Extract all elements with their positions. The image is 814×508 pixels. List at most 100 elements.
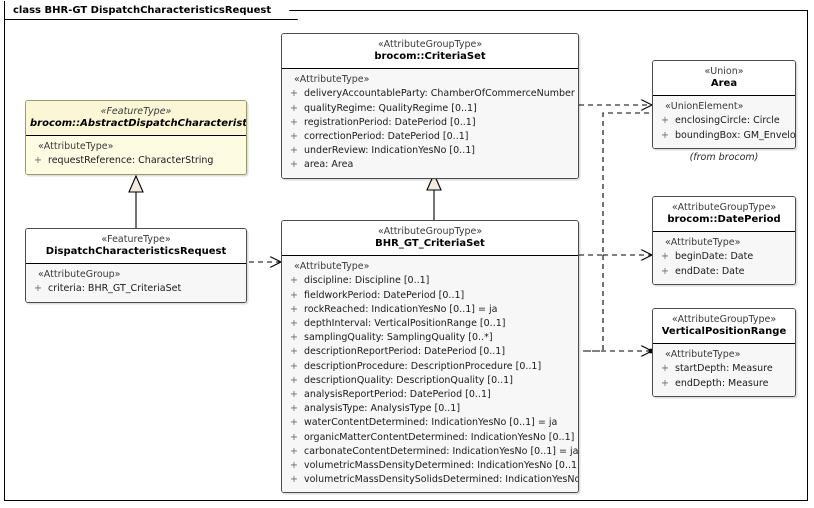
attribute-row[interactable]: + qualityRegime: QualityRegime [0..1] xyxy=(284,102,576,116)
area-package-note: (from brocom) xyxy=(689,152,759,163)
attribute-visibility: + xyxy=(290,445,298,457)
attribute-visibility: + xyxy=(290,474,298,486)
class-header: «AttributeGroupType» VerticalPositionRan… xyxy=(653,309,795,345)
attribute-signature: depthInterval: VerticalPositionRange [0.… xyxy=(304,317,506,329)
attribute-compartment: «AttributeType» + discipline: Discipline… xyxy=(282,256,579,493)
compartment-label: «AttributeType» xyxy=(38,141,114,153)
attribute-row[interactable]: + deliveryAccountableParty: ChamberOfCom… xyxy=(284,87,579,101)
attribute-signature: volumetricMassDensitySolidsDetermined: I… xyxy=(304,474,579,486)
attribute-signature: endDate: Date xyxy=(675,265,745,277)
attribute-visibility: + xyxy=(290,389,298,400)
attribute-signature: correctionPeriod: DatePeriod [0..1] xyxy=(304,130,469,142)
class-stereotype: «FeatureType» xyxy=(100,106,172,117)
attribute-row[interactable]: + correctionPeriod: DatePeriod [0..1] xyxy=(284,130,576,144)
attribute-signature: descriptionProcedure: DescriptionProcedu… xyxy=(304,360,542,372)
attribute-row[interactable]: + carbonateContentDetermined: Indication… xyxy=(284,445,579,459)
attribute-visibility: + xyxy=(290,332,298,344)
attribute-row[interactable]: + discipline: Discipline [0..1] xyxy=(284,274,576,288)
attribute-signature: analysisReportPeriod: DatePeriod [0..1] xyxy=(304,389,491,400)
attribute-signature: carbonateContentDetermined: IndicationYe… xyxy=(304,445,579,457)
attribute-signature: requestReference: CharacterString xyxy=(48,155,214,167)
class-dispatch-characteristics-request[interactable]: «FeatureType» DispatchCharacteristicsReq… xyxy=(25,228,247,303)
class-area[interactable]: «Union» Area «UnionElement» + enclosingC… xyxy=(652,60,796,149)
attribute-row[interactable]: + enclosingCircle: Circle xyxy=(655,114,793,128)
attribute-row[interactable]: + organicMatterContentDetermined: Indica… xyxy=(284,431,579,445)
attribute-visibility: + xyxy=(290,317,298,329)
attribute-row[interactable]: + boundingBox: GM_Envelope xyxy=(655,129,796,143)
attribute-row[interactable]: + beginDate: Date xyxy=(655,250,793,264)
class-brocom-criteriaset[interactable]: «AttributeGroupType» brocom::CriteriaSet… xyxy=(281,33,579,179)
attribute-visibility: + xyxy=(661,265,669,277)
class-stereotype: «AttributeGroupType» xyxy=(377,39,483,50)
attribute-row[interactable]: + underReview: IndicationYesNo [0..1] xyxy=(284,144,576,158)
attribute-compartment: «AttributeType» + requestReference: Char… xyxy=(26,136,246,174)
attribute-visibility: + xyxy=(290,460,298,472)
attribute-visibility: + xyxy=(661,115,669,127)
attribute-compartment: «AttributeGroup» + criteria: BHR_GT_Crit… xyxy=(26,264,246,302)
class-header: «Union» Area xyxy=(653,61,795,97)
compartment-label: «AttributeType» xyxy=(294,261,370,273)
attribute-visibility: + xyxy=(290,145,298,157)
attribute-visibility: + xyxy=(290,303,298,315)
attribute-signature: discipline: Discipline [0..1] xyxy=(304,275,430,287)
class-name: brocom::DatePeriod xyxy=(667,213,781,225)
attribute-row[interactable]: + descriptionQuality: DescriptionQuality… xyxy=(284,374,576,388)
attribute-signature: organicMatterContentDetermined: Indicati… xyxy=(304,431,579,443)
class-name: DispatchCharacteristicsRequest xyxy=(45,245,227,257)
attribute-signature: samplingQuality: SamplingQuality [0..*] xyxy=(304,332,493,344)
class-stereotype: «AttributeGroupType» xyxy=(671,314,777,325)
diagram-title: class BHR-GT DispatchCharacteristicsRequ… xyxy=(13,4,272,16)
attribute-row[interactable]: + samplingQuality: SamplingQuality [0..*… xyxy=(284,331,576,345)
attribute-row[interactable]: + waterContentDetermined: IndicationYesN… xyxy=(284,416,576,430)
attribute-row[interactable]: + endDate: Date xyxy=(655,265,793,279)
attribute-row[interactable]: + volumetricMassDensitySolidsDetermined:… xyxy=(284,473,579,487)
attribute-row[interactable]: + requestReference: CharacterString xyxy=(28,154,244,168)
attribute-signature: registrationPeriod: DatePeriod [0..1] xyxy=(304,116,476,128)
attribute-row[interactable]: + rockReached: IndicationYesNo [0..1] = … xyxy=(284,303,576,317)
class-name: brocom::CriteriaSet xyxy=(374,50,486,62)
class-brocom-dateperiod[interactable]: «AttributeGroupType» brocom::DatePeriod … xyxy=(652,196,796,285)
attribute-row[interactable]: + depthInterval: VerticalPositionRange [… xyxy=(284,317,576,331)
attribute-row[interactable]: + criteria: BHR_GT_CriteriaSet xyxy=(28,282,244,296)
attribute-row[interactable]: + fieldworkPeriod: DatePeriod [0..1] xyxy=(284,289,576,303)
class-stereotype: «AttributeGroupType» xyxy=(377,226,483,237)
attribute-row[interactable]: + descriptionProcedure: DescriptionProce… xyxy=(284,360,576,374)
attribute-signature: fieldworkPeriod: DatePeriod [0..1] xyxy=(304,289,465,301)
class-vertical-position-range[interactable]: «AttributeGroupType» VerticalPositionRan… xyxy=(652,308,796,397)
class-header: «AttributeGroupType» brocom::CriteriaSet xyxy=(282,34,578,70)
attribute-signature: boundingBox: GM_Envelope xyxy=(675,129,796,141)
attribute-row[interactable]: + registrationPeriod: DatePeriod [0..1] xyxy=(284,116,576,130)
attribute-visibility: + xyxy=(290,417,298,429)
attribute-visibility: + xyxy=(290,130,298,142)
class-header: «AttributeGroupType» BHR_GT_CriteriaSet xyxy=(282,221,578,257)
attribute-signature: deliveryAccountableParty: ChamberOfComme… xyxy=(304,88,579,100)
attribute-visibility: + xyxy=(290,360,298,372)
attribute-signature: descriptionReportPeriod: DatePeriod [0..… xyxy=(304,346,506,358)
compartment-label: «AttributeType» xyxy=(294,74,370,86)
attribute-signature: endDepth: Measure xyxy=(675,377,769,389)
class-stereotype: «AttributeGroupType» xyxy=(671,202,777,213)
class-stereotype: «Union» xyxy=(704,66,744,77)
attribute-row[interactable]: + analysisType: AnalysisType [0..1] xyxy=(284,402,576,416)
attribute-signature: waterContentDetermined: IndicationYesNo … xyxy=(304,417,558,429)
attribute-signature: volumetricMassDensityDetermined: Indicat… xyxy=(304,460,579,472)
attribute-signature: qualityRegime: QualityRegime [0..1] xyxy=(304,102,477,114)
attribute-visibility: + xyxy=(290,275,298,287)
class-stereotype: «FeatureType» xyxy=(101,234,171,245)
attribute-visibility: + xyxy=(290,102,298,114)
attribute-compartment: «AttributeType» + beginDate: Date + endD… xyxy=(653,232,795,284)
class-abstract-dispatch-characteristics-request[interactable]: «FeatureType» brocom::AbstractDispatchCh… xyxy=(25,100,247,175)
attribute-row[interactable]: + endDepth: Measure xyxy=(655,377,793,391)
class-bhr-gt-criteriaset[interactable]: «AttributeGroupType» BHR_GT_CriteriaSet … xyxy=(281,220,579,494)
attribute-visibility: + xyxy=(34,155,42,167)
attribute-visibility: + xyxy=(290,289,298,301)
attribute-visibility: + xyxy=(34,283,42,295)
attribute-row[interactable]: + startDepth: Measure xyxy=(655,362,793,376)
attribute-row[interactable]: + area: Area xyxy=(284,158,576,172)
class-header: «AttributeGroupType» brocom::DatePeriod xyxy=(653,197,795,233)
attribute-visibility: + xyxy=(661,129,669,141)
attribute-visibility: + xyxy=(661,377,669,389)
attribute-row[interactable]: + descriptionReportPeriod: DatePeriod [0… xyxy=(284,345,576,359)
attribute-row[interactable]: + analysisReportPeriod: DatePeriod [0..1… xyxy=(284,388,576,402)
attribute-row[interactable]: + volumetricMassDensityDetermined: Indic… xyxy=(284,459,579,473)
